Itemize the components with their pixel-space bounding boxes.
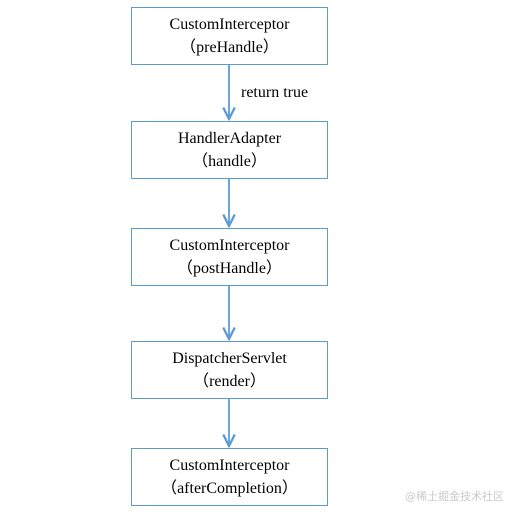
node-posthandle: CustomInterceptor （postHandle） <box>131 228 328 286</box>
edge-label-return-true: return true <box>241 84 309 101</box>
node-handle: HandlerAdapter （handle） <box>131 121 328 179</box>
node-prehandle: CustomInterceptor （preHandle） <box>131 7 328 65</box>
node-title: HandlerAdapter <box>177 130 282 147</box>
node-title: DispatcherServlet <box>172 350 287 367</box>
node-title: CustomInterceptor <box>169 16 290 33</box>
node-aftercompletion: CustomInterceptor （afterCompletion） <box>131 448 328 506</box>
node-method: （afterCompletion） <box>161 480 298 497</box>
node-title: CustomInterceptor <box>169 457 290 474</box>
node-method: （render） <box>193 373 266 390</box>
node-method: （handle） <box>192 153 267 170</box>
node-method: （preHandle） <box>180 39 279 56</box>
node-render: DispatcherServlet （render） <box>131 341 328 399</box>
node-title: CustomInterceptor <box>169 237 290 254</box>
watermark: @稀土掘金技术社区 <box>405 490 504 503</box>
node-method: （postHandle） <box>177 260 282 277</box>
